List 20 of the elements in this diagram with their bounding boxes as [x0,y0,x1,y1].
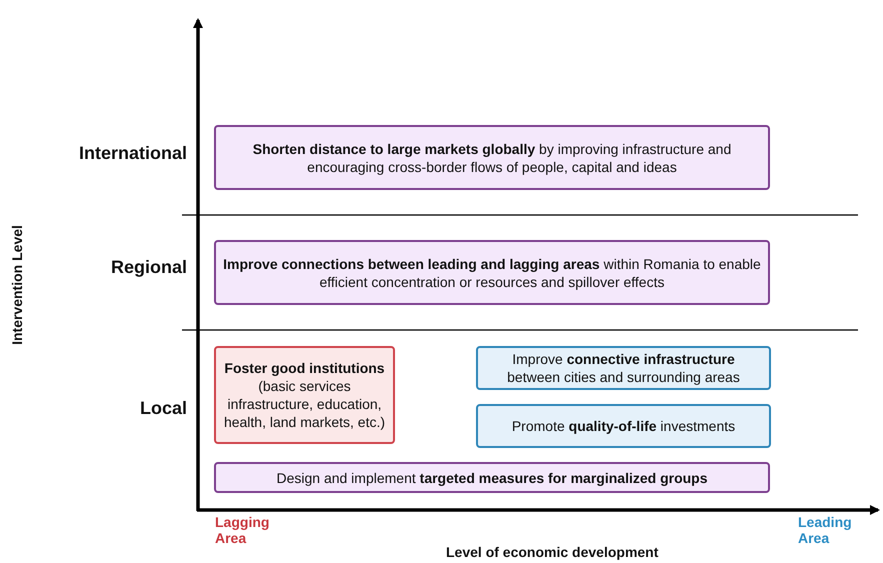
strategy-box [214,462,770,493]
axis-title: Intervention Level [9,225,25,345]
axis-end-label: Lagging Area [215,514,270,546]
strategy-box [214,346,395,444]
box-text: Promote quality-of-life investments [512,417,736,435]
box-text: Shorten distance to large markets globally by improving infrastructure and encouraging cross-border flows of people, capital and ideas [252,140,732,176]
box-text: Improve connections between leading and lagging areas within Romania to enable efficient concentration or resources and spillover effects [222,254,762,290]
strategy-box [214,240,770,305]
box-text: (basic services infrastructure, education, health, land markets, etc.) [222,377,386,431]
strategy-box [476,346,771,390]
strategy-box [214,125,770,190]
box-heading: Foster good institutions [224,359,385,377]
box-text: Improve connective infrastructure between cities and surrounding areas [506,350,741,386]
axis-end-label: Leading Area [798,514,853,546]
strategy-box [476,404,771,448]
box-text: Design and implement targeted measures for marginalized groups [276,468,708,486]
level-label: Local [140,400,187,416]
level-label: International [78,145,187,161]
level-label: Regional [110,259,187,275]
axis-title: Level of economic development [446,544,658,560]
